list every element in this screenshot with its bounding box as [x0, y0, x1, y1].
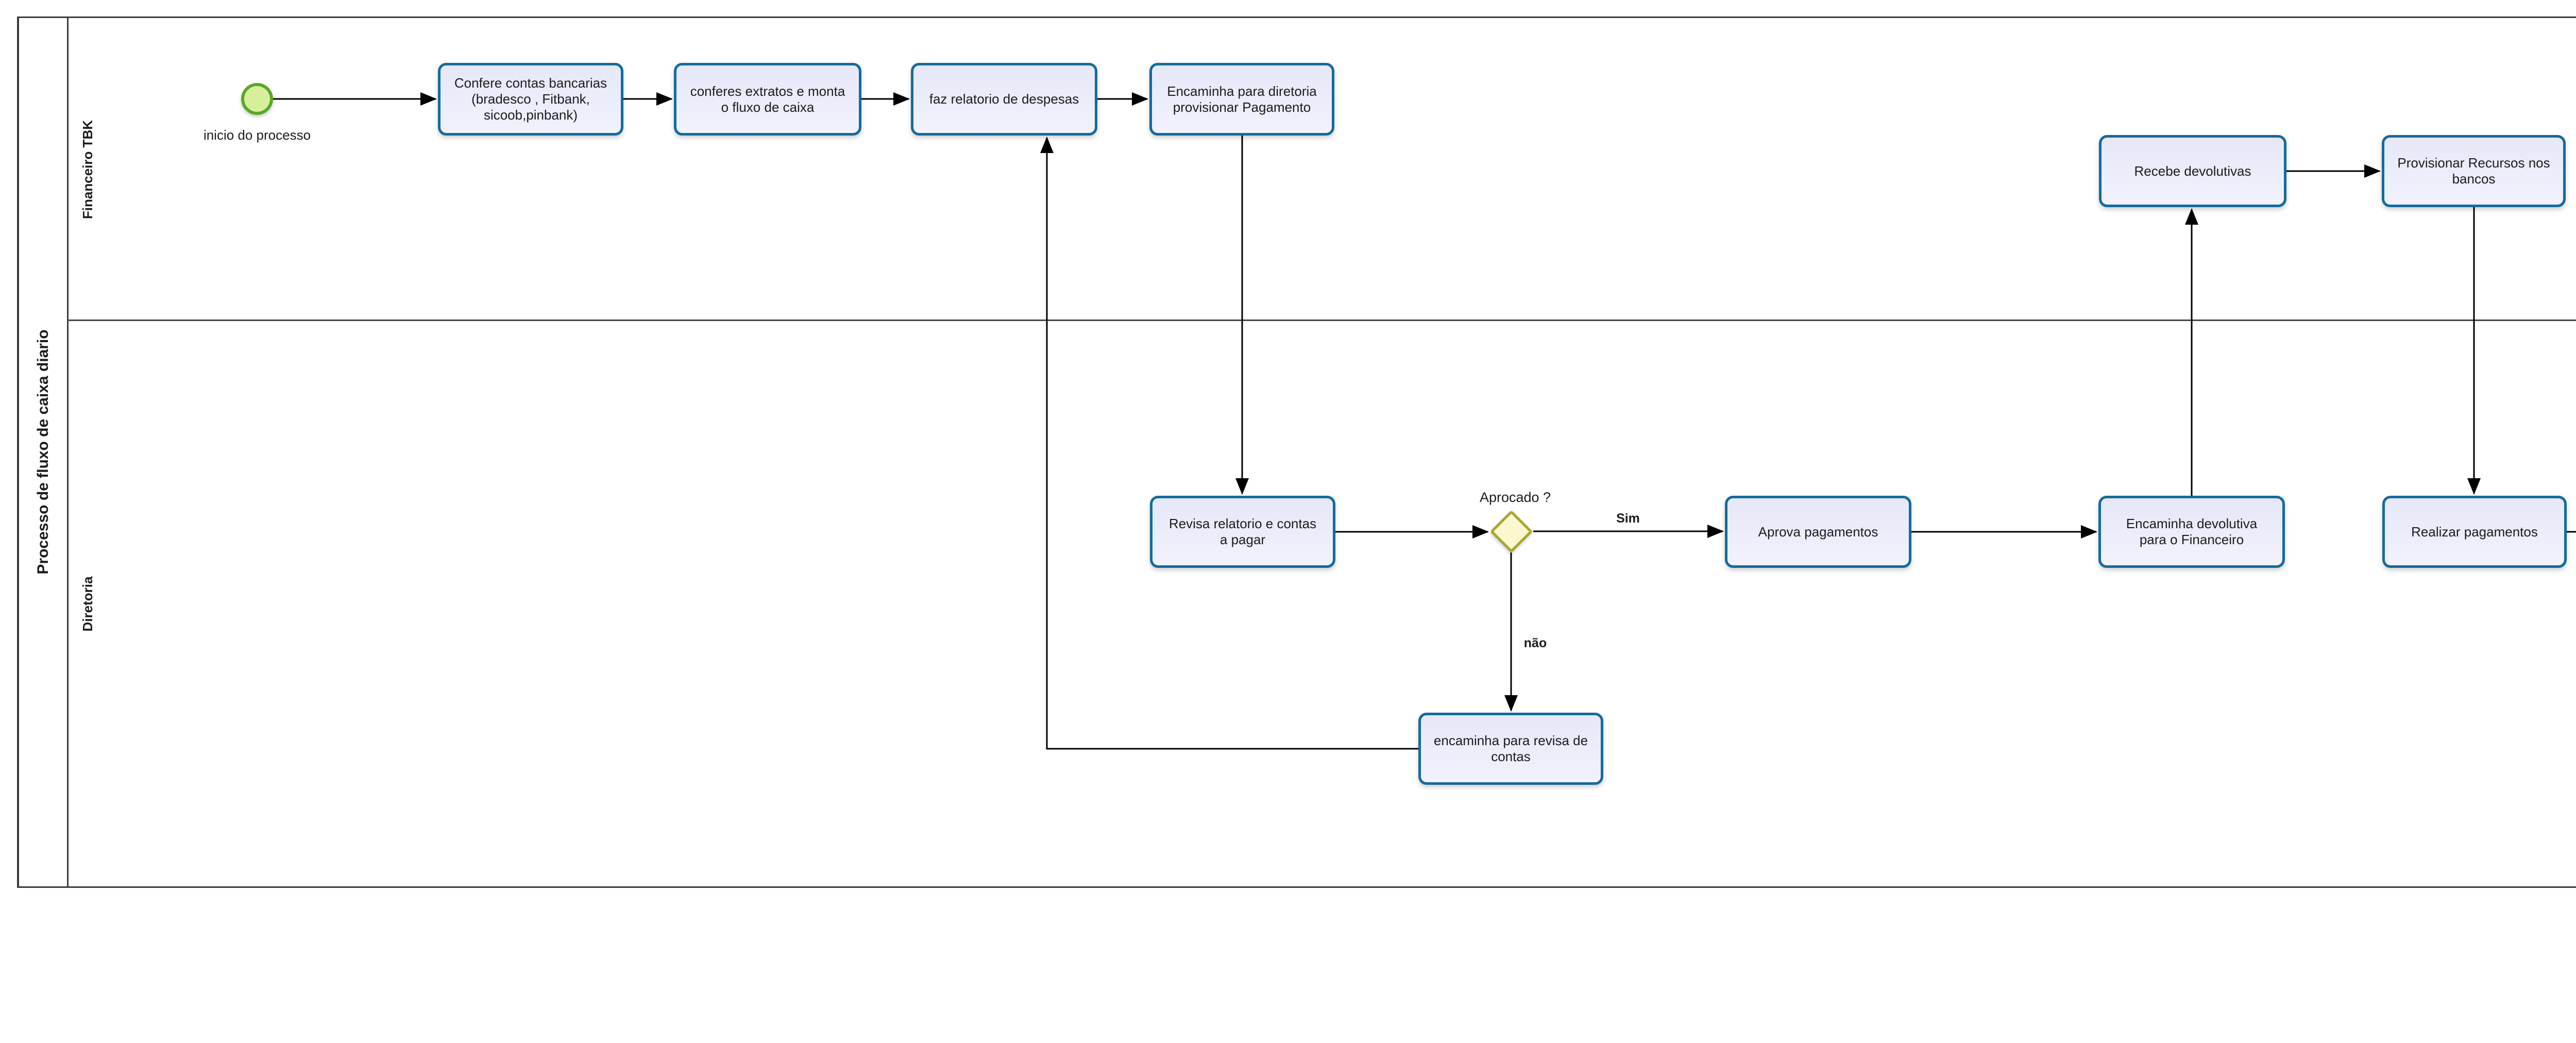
pool-title-separator — [67, 16, 69, 888]
task-realizar-pagamentos[interactable]: Realizar pagamentos — [2382, 496, 2567, 568]
task-provisionar-recursos[interactable]: Provisionar Recursos nos bancos — [2382, 135, 2566, 207]
task-faz-relatorio-despesas[interactable]: faz relatorio de despesas — [911, 63, 1097, 136]
edge-label-nao: não — [1523, 636, 1547, 650]
task-confere-contas-bancarias[interactable]: Confere contas bancarias (bradesco , Fit… — [438, 63, 623, 136]
task-encaminha-revisa-contas[interactable]: encaminha para revisa de contas — [1418, 713, 1603, 785]
pool-title: Processo de fluxo de caixa diario — [35, 329, 52, 575]
task-encaminha-para-diretoria[interactable]: Encaminha para diretoria provisionar Pag… — [1149, 63, 1334, 136]
gateway-aprovado-label: Aprocado ? — [1479, 490, 1551, 505]
task-recebe-devolutivas[interactable]: Recebe devolutivas — [2099, 135, 2286, 207]
edge-label-sim: Sim — [1616, 511, 1640, 526]
pool-frame — [17, 16, 2576, 888]
task-conferes-extratos[interactable]: conferes extratos e monta o fluxo de cai… — [674, 63, 861, 136]
task-encaminha-devolutiva[interactable]: Encaminha devolutiva para o Financeiro — [2098, 496, 2285, 568]
start-event[interactable] — [241, 83, 273, 115]
task-revisa-relatorio[interactable]: Revisa relatorio e contas a pagar — [1150, 496, 1335, 568]
task-aprova-pagamentos[interactable]: Aprova pagamentos — [1725, 496, 1911, 568]
lane-label-financeiro: Financeiro TBK — [80, 120, 95, 220]
lane-label-diretoria: Diretoria — [80, 576, 95, 632]
lane-divider — [67, 319, 2576, 321]
start-event-label: inicio do processo — [203, 127, 311, 143]
